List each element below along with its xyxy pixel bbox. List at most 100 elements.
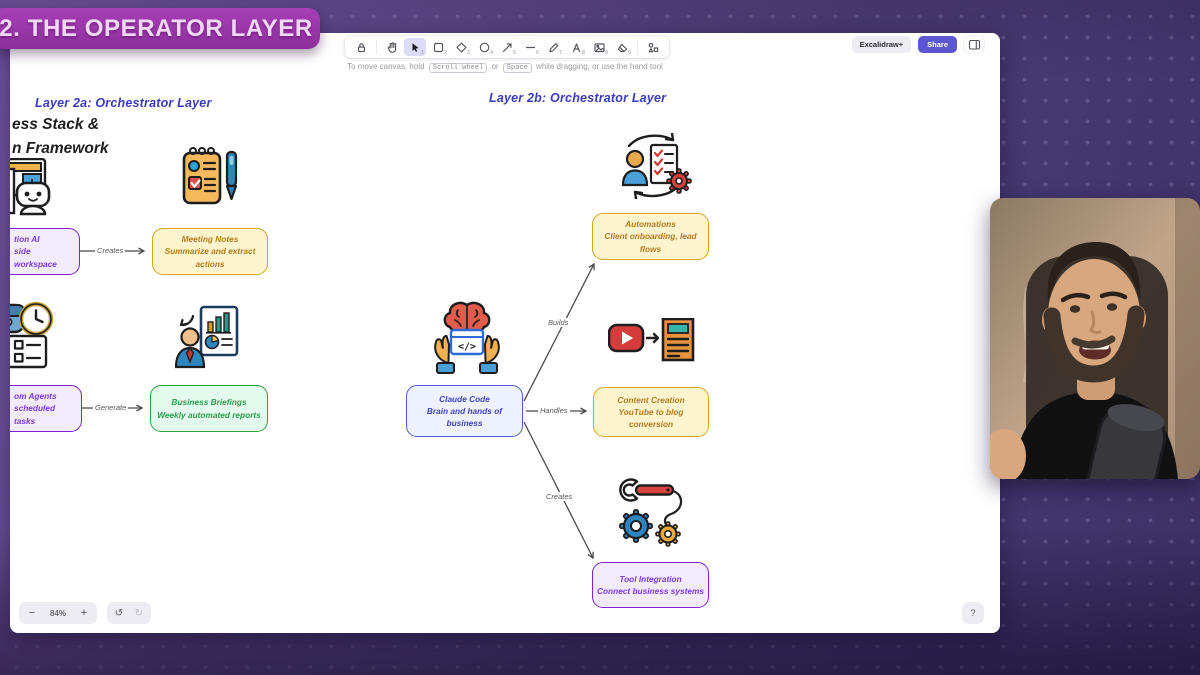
ellipse-tool-button[interactable]: 4 [473,38,495,56]
node-text-line: side workspace [14,246,57,269]
tool-shortcut: 2 [443,50,447,56]
shapes-icon [648,42,658,52]
excalidraw-canvas[interactable]: Layer 2a: Orchestrator Layer Layer 2b: O… [10,33,1000,633]
tool-shortcut: 1 [420,50,424,56]
pencil-icon [548,42,558,52]
rectangle-tool-button[interactable]: 2 [427,38,449,56]
layer2b-heading[interactable]: Layer 2b: Orchestrator Layer [489,91,667,105]
help-button[interactable]: ? [962,602,984,624]
edge-label-handles: Handles [538,406,570,415]
node-business-briefings[interactable]: Business Briefings Weekly automated repo… [150,385,268,432]
selection-tool-button[interactable]: 1 [404,38,426,56]
note-line: ess Stack & [12,116,100,133]
tool-shortcut: 8 [581,50,585,56]
tool-shortcut: 0 [627,50,631,56]
automation-person-gear-icon[interactable] [613,133,695,199]
excalidraw-toolbar: 1 2 3 4 5 6 7 [345,36,669,58]
node-text-line: YouTube to blog conversion [618,406,684,429]
undo-button[interactable]: ↺ [110,603,128,623]
robot-clock-checklist-icon[interactable] [10,300,62,370]
share-button[interactable]: Share [918,36,957,53]
brain-hands-code-icon[interactable]: </> [428,300,506,378]
tool-shortcut: 3 [466,50,470,56]
hand-tool-button[interactable] [381,38,403,56]
edge-label-creates-2: Creates [544,492,575,501]
stack-framework-note[interactable]: ess Stack & n Framework [12,113,108,161]
node-text-line: tion AI [14,234,40,245]
svg-text:</>: </> [458,342,476,353]
diamond-icon [455,41,467,53]
node-claude-code[interactable]: Claude Code Brain and hands of business [406,385,523,437]
text-tool-button[interactable]: 8 [565,38,587,56]
line-icon [525,46,535,48]
node-text-line: Weekly automated reports [157,409,261,420]
library-button[interactable] [964,36,984,53]
banner-title: 2. THE OPERATOR LAYER [0,14,313,42]
edge-label-creates-1: Creates [95,246,126,255]
wrench-gears-icon[interactable] [612,476,694,552]
node-text-line: om Agents [14,391,57,402]
tool-shortcut: 4 [489,50,493,56]
arrow-tool-button[interactable]: 5 [496,38,518,56]
square-icon [433,42,443,52]
zoom-out-button[interactable]: − [21,603,43,623]
kbd-space: Space [502,63,532,73]
notepad-pen-icon[interactable] [178,144,244,207]
youtube-to-blog-icon[interactable] [608,318,700,362]
lock-tool-button[interactable] [350,38,372,56]
node-custom-agents[interactable]: om Agents scheduled tasks [10,385,82,432]
line-tool-button[interactable]: 6 [519,38,541,56]
eraser-icon [617,43,627,52]
image-icon [593,42,605,52]
excalidraw-plus-button[interactable]: Excalidraw+ [851,36,912,53]
node-tool-integration[interactable]: Tool Integration Connect business system… [592,562,709,608]
node-notion-ai[interactable]: tion AI side workspace [10,228,80,275]
node-automations[interactable]: Automations Client onboarding, lead flow… [592,213,709,260]
zoom-in-button[interactable]: + [73,603,95,623]
tool-shortcut: 9 [604,50,608,56]
node-text-line: Claude Code [439,393,490,404]
arrow-icon [502,42,512,52]
draw-tool-button[interactable]: 7 [542,38,564,56]
person-chart-icon[interactable] [175,305,241,369]
eraser-tool-button[interactable]: 0 [611,38,633,56]
robot-screen-icon[interactable] [10,158,64,220]
text-icon [572,42,580,52]
layer2a-heading[interactable]: Layer 2a: Orchestrator Layer [35,96,212,110]
node-text-line: Content Creation [617,394,685,405]
canvas-hint: To move canvas, hold Scroll wheel or Spa… [347,62,663,73]
toolbar-separator [376,40,377,54]
image-tool-button[interactable]: 9 [588,38,610,56]
edge-label-builds: Builds [546,318,571,327]
more-tools-button[interactable] [642,38,664,56]
node-meeting-notes[interactable]: Meeting Notes Summarize and extract acti… [152,228,268,275]
history-controls: ↺ ↻ [107,602,151,624]
edge-label-generate: Generate [93,403,129,412]
note-line: n Framework [12,140,109,158]
node-text-line: Client onboarding, lead flows [604,231,697,254]
node-text-line: scheduled tasks [14,403,56,426]
node-text-line: Automations [625,219,676,230]
zoom-level[interactable]: 84% [49,608,66,618]
webcam-person [990,198,1200,479]
redo-button[interactable]: ↻ [130,603,148,623]
sidebar-icon [968,39,980,50]
node-text-line: Brain and hands of business [426,405,503,428]
node-text-line: Summarize and extract [164,246,256,257]
tool-shortcut: 5 [512,50,516,56]
circle-icon [479,42,489,52]
node-content-creation[interactable]: Content Creation YouTube to blog convers… [593,387,709,437]
tool-shortcut: 7 [558,50,562,56]
hand-icon [387,41,396,53]
tool-shortcut: 6 [535,50,539,56]
diamond-tool-button[interactable]: 3 [450,38,472,56]
diagram-edges [80,247,595,560]
webcam-overlay [990,198,1200,479]
kbd-scroll-wheel: Scroll wheel [428,63,488,73]
lock-icon [357,42,365,52]
node-text-line: Business Briefings [171,397,247,408]
node-text-line: Connect business systems [597,586,704,596]
topbar-actions: Excalidraw+ Share [851,36,984,53]
toolbar-separator [637,40,638,54]
